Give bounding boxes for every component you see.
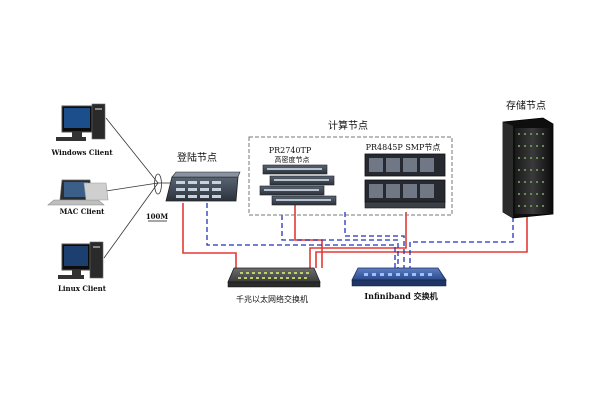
storage-rack [502,117,554,219]
gigabit-switch-label: 千兆以太网络交换机 [236,294,308,304]
pr4845p-label: PR4845P SMP节点 [366,143,441,152]
speed-label: 100M [146,212,169,221]
pr2740tp-label: PR2740TP [269,146,312,155]
login-node-server [165,171,241,202]
compute-node-group-box [248,136,453,216]
client-links [103,117,172,259]
high-density-node-servers [259,164,337,206]
infiniband-links [206,203,514,268]
linux-client-computer [58,241,104,279]
smp-node-servers [364,153,446,209]
ethernet-links [182,203,528,268]
storage-node-label: 存储节点 [506,99,546,112]
login-node-label: 登陆节点 [177,151,217,164]
linux-client-label: Linux Client [58,284,107,293]
windows-client-label: Windows Client [50,148,113,157]
gigabit-ethernet-switch [227,267,321,288]
link-bundle-icon [154,173,162,195]
mac-client-laptop [47,179,109,206]
pr2740tp-sublabel: 高密度节点 [275,155,310,164]
infiniband-switch [351,267,447,287]
windows-client-computer [56,103,106,141]
compute-node-label: 计算节点 [328,119,368,132]
mac-client-label: MAC Client [60,207,106,216]
infiniband-switch-label: Infiniband 交换机 [364,291,437,301]
